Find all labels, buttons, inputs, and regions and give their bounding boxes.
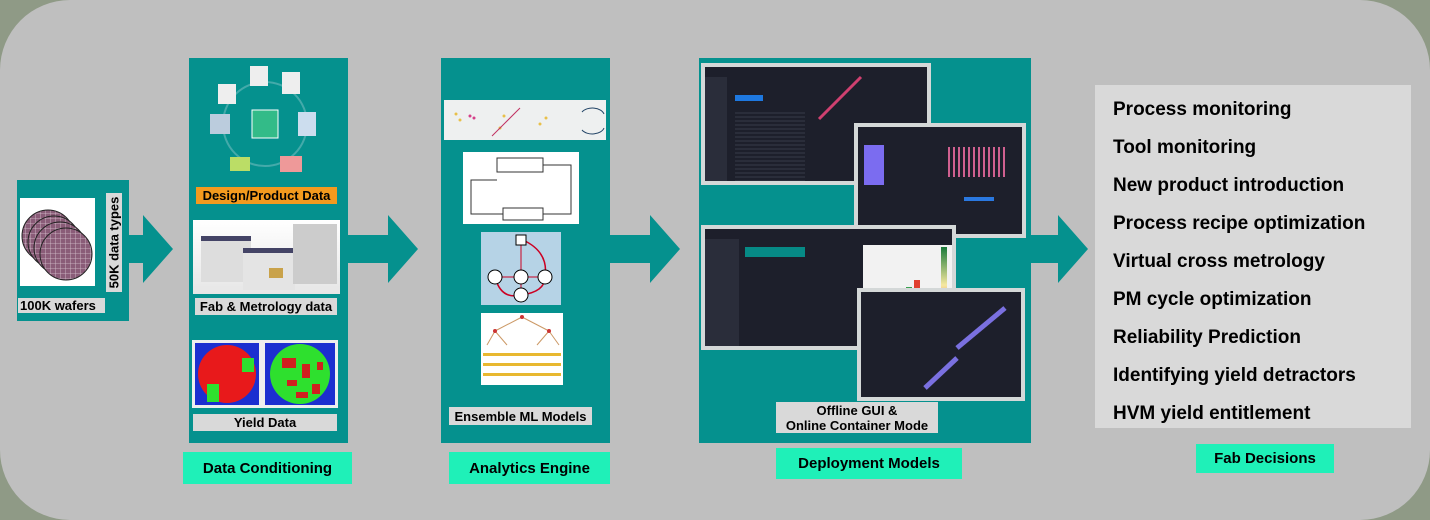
design-product-data-label: Design/Product Data <box>196 187 337 204</box>
ml-scatter-plots-image <box>444 100 606 140</box>
flow-arrow-icon <box>348 215 418 283</box>
ensemble-ml-models-label: Ensemble ML Models <box>449 407 592 425</box>
gui-screenshot-regression <box>857 288 1025 401</box>
fab-decisions-title: Fab Decisions <box>1196 444 1334 473</box>
design-product-image <box>210 66 316 172</box>
fab-decisions-list: Process monitoring Tool monitoring New p… <box>1095 85 1411 428</box>
flow-arrow-icon <box>610 215 680 283</box>
gui-screenshot-feature-importance <box>854 123 1026 238</box>
decision-item: Process recipe optimization <box>1113 213 1366 234</box>
data-types-label: 50K data types <box>106 193 122 292</box>
decision-tree-image <box>481 313 563 385</box>
analytics-engine-title: Analytics Engine <box>449 452 610 484</box>
online-container-text: Online Container Mode <box>785 417 929 433</box>
markov-graph-diagram <box>481 232 561 305</box>
flow-arrow-icon <box>129 215 173 283</box>
decision-item: PM cycle optimization <box>1113 289 1312 310</box>
fab-metrology-label: Fab & Metrology data <box>195 298 337 315</box>
decision-item: Identifying yield detractors <box>1113 365 1356 386</box>
decision-item: Process monitoring <box>1113 99 1292 120</box>
wafer-stack-image <box>20 198 95 286</box>
reinforcement-learning-diagram <box>463 152 579 224</box>
wafers-label: 100K wafers <box>18 298 105 313</box>
decision-item: Tool monitoring <box>1113 137 1257 158</box>
yield-wafer-maps-image <box>192 340 338 408</box>
offline-gui-text: Offline GUI & <box>816 402 898 418</box>
decision-item: Virtual cross metrology <box>1113 251 1325 272</box>
fab-tools-image <box>193 220 340 294</box>
yield-data-label: Yield Data <box>193 414 337 431</box>
offline-online-mode-label: Offline GUI & Online Container Mode <box>776 402 938 433</box>
decision-item: HVM yield entitlement <box>1113 403 1311 424</box>
decision-item: New product introduction <box>1113 175 1345 196</box>
data-conditioning-title: Data Conditioning <box>183 452 352 484</box>
decision-item: Reliability Prediction <box>1113 327 1301 348</box>
deployment-models-title: Deployment Models <box>776 448 962 479</box>
flow-arrow-icon <box>1031 215 1088 283</box>
